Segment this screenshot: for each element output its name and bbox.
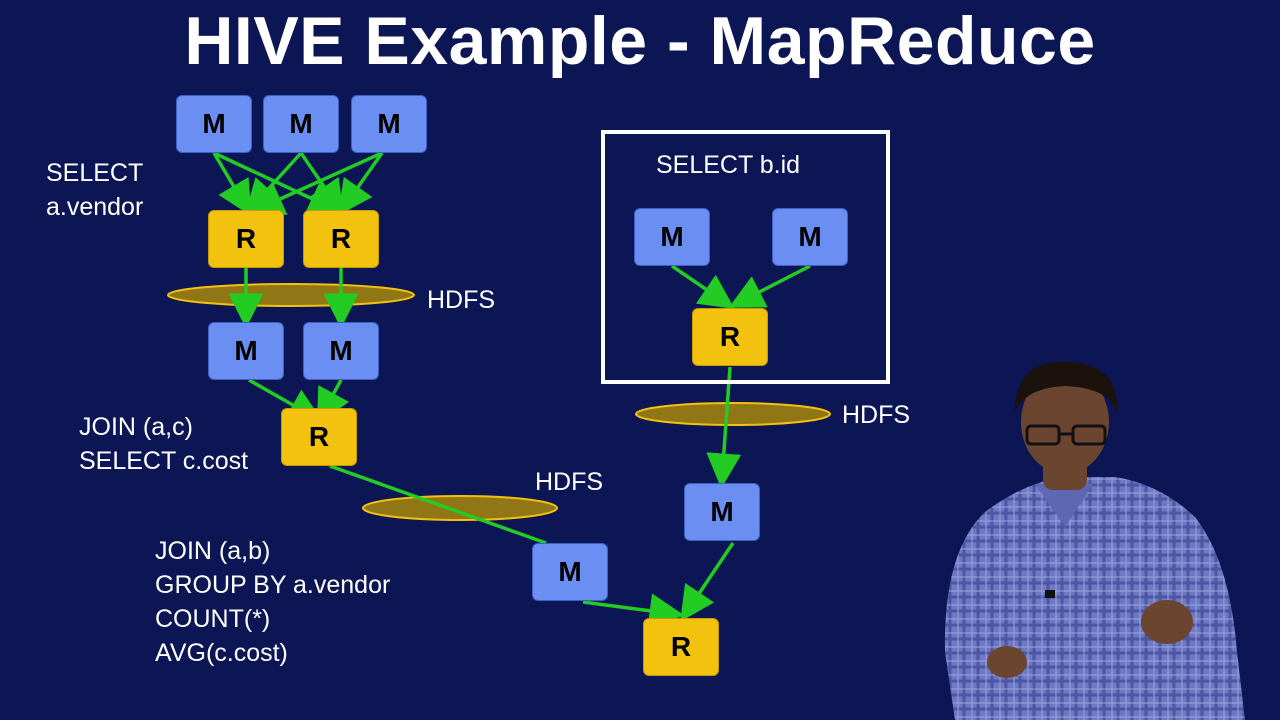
arrow-m7-r4 bbox=[671, 264, 735, 309]
map-node: M bbox=[684, 483, 760, 541]
reduce-node: R bbox=[281, 408, 357, 466]
map-node: M bbox=[772, 208, 848, 266]
arrow-m3-r1 bbox=[248, 151, 383, 215]
arrow-m3-r2 bbox=[337, 151, 384, 216]
arrow-r4-m9 bbox=[706, 366, 742, 489]
label-select-vendor: SELECT a.vendor bbox=[46, 159, 144, 221]
map-node: M bbox=[263, 95, 339, 153]
map-node: M bbox=[351, 95, 427, 153]
reduce-node: R bbox=[208, 210, 284, 268]
subquery-frame bbox=[601, 130, 890, 384]
hdfs-ellipse-1 bbox=[167, 283, 415, 307]
label-join-ac: JOIN (a,c) SELECT c.cost bbox=[79, 413, 249, 475]
presenter-figure bbox=[944, 361, 1245, 720]
map-node: M bbox=[208, 322, 284, 380]
map-node: M bbox=[532, 543, 608, 601]
label-join-ab: JOIN (a,b) GROUP BY a.vendor COUNT(*) AV… bbox=[155, 537, 391, 667]
map-node: M bbox=[634, 208, 710, 266]
arrow-r3-m6 bbox=[329, 464, 547, 545]
final-reduce-node: R bbox=[643, 618, 719, 676]
slide-title: HIVE Example - MapReduce bbox=[184, 3, 1096, 79]
hdfs-ellipse-2 bbox=[362, 495, 558, 521]
arrow-m9-r5 bbox=[680, 542, 735, 622]
arrow-m1-r1 bbox=[212, 152, 252, 217]
arrow-m8-r4 bbox=[728, 264, 811, 308]
map-node: M bbox=[303, 322, 379, 380]
label-hdfs: HDFS bbox=[842, 401, 911, 429]
label-select-bid: SELECT b.id bbox=[656, 151, 801, 179]
map-node: M bbox=[176, 95, 252, 153]
reduce-node: R bbox=[303, 210, 379, 268]
arrow-m6-r5 bbox=[582, 593, 685, 629]
label-hdfs: HDFS bbox=[427, 286, 496, 314]
label-hdfs: HDFS bbox=[535, 468, 604, 496]
reduce-node: R bbox=[692, 308, 768, 366]
hdfs-ellipse-3 bbox=[635, 402, 831, 426]
